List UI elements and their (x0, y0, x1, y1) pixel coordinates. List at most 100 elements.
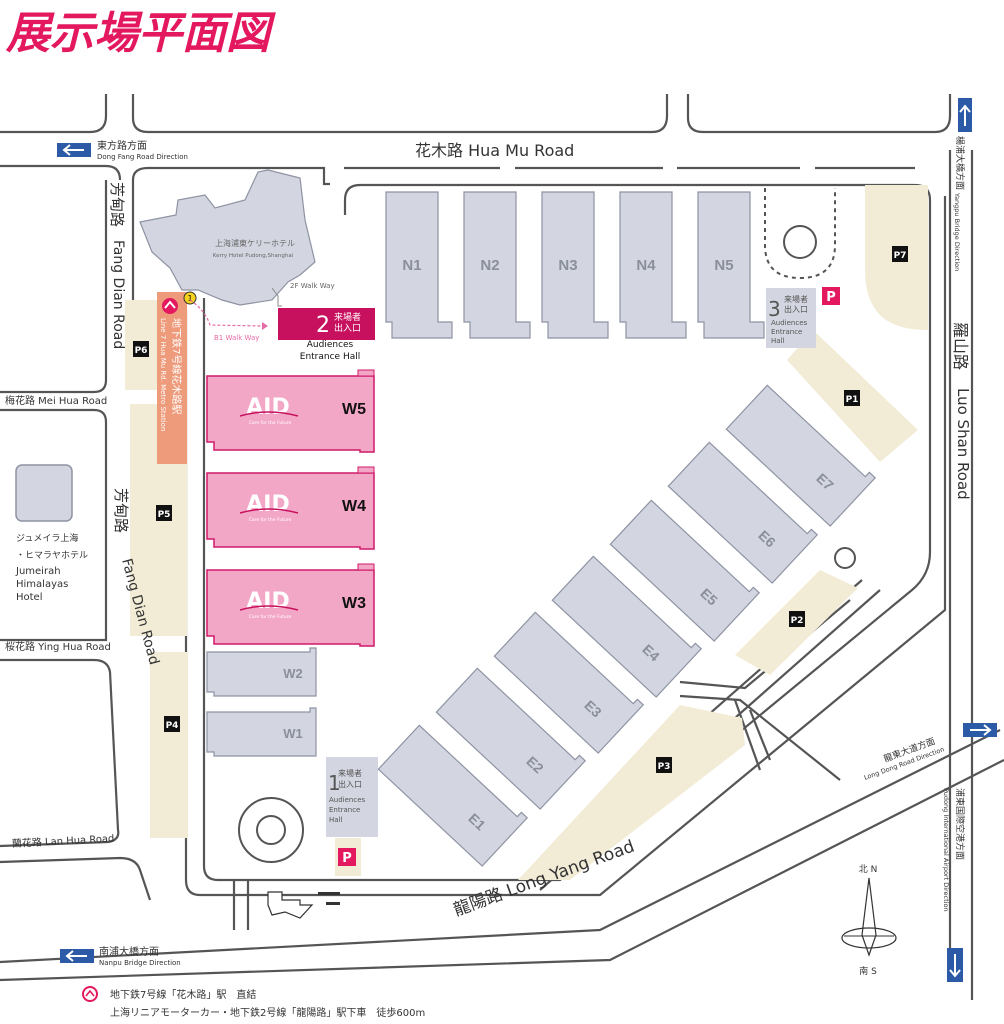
svg-text:Entrance: Entrance (329, 806, 360, 814)
svg-text:Nanpu Bridge Direction: Nanpu Bridge Direction (99, 959, 181, 967)
svg-text:P4: P4 (166, 721, 179, 731)
hall-label: W2 (283, 666, 303, 681)
parking-p1: P1 (844, 390, 860, 406)
svg-text:上海リニアモーターカー・地下鉄2号線「龍陽路」駅下車 徒歩6: 上海リニアモーターカー・地下鉄2号線「龍陽路」駅下車 徒歩600m (110, 1006, 425, 1019)
svg-text:Fang Dian Road: Fang Dian Road (110, 240, 126, 349)
fountain-icon (783, 225, 817, 259)
svg-text:P: P (342, 851, 352, 866)
parking-p3: P3 (656, 757, 672, 773)
direction-dong-fang: 東方路方面 Dong Fang Road Direction (57, 139, 188, 161)
parking-sign-north (822, 287, 840, 305)
parking-p7: P7 (892, 246, 908, 262)
hall-label: W3 (342, 595, 366, 612)
hall-label: N5 (714, 257, 733, 274)
hall-n1: N1 (385, 191, 453, 339)
svg-text:3: 3 (768, 297, 781, 321)
roundabout (238, 797, 304, 863)
hall-n4: N4 (619, 191, 687, 339)
metro-station-label-en: Line 7 Hua Mu Rd. Metro Station (159, 318, 167, 431)
parking-p4: P4 (164, 716, 180, 732)
svg-text:出入口: 出入口 (338, 779, 362, 789)
metro-icon (82, 986, 98, 1002)
direction-pudong-airport: 浦東国際空港方面 Pudong International Airport Di… (942, 788, 966, 982)
svg-text:ジュメイラ上海: ジュメイラ上海 (16, 532, 78, 544)
event-logo: AID (246, 492, 289, 517)
svg-text:Luo Shan Road: Luo Shan Road (954, 388, 972, 500)
svg-text:Hall: Hall (329, 816, 342, 824)
2f-walkway (271, 287, 282, 307)
svg-text:南浦大橋方面: 南浦大橋方面 (99, 945, 159, 958)
parking-sign-south (338, 848, 356, 866)
svg-text:出入口: 出入口 (334, 322, 361, 334)
hall-label: N3 (558, 257, 577, 274)
page-title: 展示場平面図 (5, 8, 276, 59)
svg-text:Audiences: Audiences (329, 796, 366, 804)
hall-e6: E6 (667, 441, 819, 584)
hall-n2: N2 (463, 191, 531, 339)
svg-text:地下鉄7号線「花木路」駅 直結: 地下鉄7号線「花木路」駅 直結 (110, 988, 256, 1001)
svg-text:P3: P3 (658, 762, 671, 772)
parking-area-p4 (150, 652, 188, 838)
svg-text:Hall: Hall (771, 337, 784, 345)
svg-text:出入口: 出入口 (784, 304, 808, 314)
hall-e7: E7 (725, 384, 877, 527)
svg-text:Dong Fang Road Direction: Dong Fang Road Direction (97, 153, 188, 161)
svg-text:Hotel: Hotel (16, 592, 43, 603)
small-roundabout (834, 547, 856, 569)
hall-e3: E3 (493, 611, 645, 754)
svg-text:Entrance Hall: Entrance Hall (300, 352, 360, 362)
svg-text:Himalayas: Himalayas (16, 579, 68, 590)
event-logo: AID (246, 589, 289, 614)
jumeirah-hotel-building (15, 464, 73, 522)
parking-p6: P6 (133, 341, 149, 357)
svg-text:楊浦大橋方面: 楊浦大橋方面 (954, 136, 966, 190)
hall-n3: N3 (541, 191, 609, 339)
metro-icon (162, 298, 178, 314)
road-label-luo-shan: 羅山路 (951, 322, 970, 370)
kerry-hotel-label-jp: 上海浦東ケリーホテル (215, 238, 295, 248)
hall-e2: E2 (435, 667, 587, 810)
entrance-hall-2 (278, 300, 375, 340)
road-label-mei-hua: 梅花路 Mei Hua Road (5, 394, 107, 407)
metro-station-area (157, 292, 187, 464)
parking-p2: P2 (789, 611, 805, 627)
svg-text:Entrance: Entrance (771, 328, 802, 336)
exit-marker (183, 291, 197, 305)
svg-text:2: 2 (316, 313, 330, 338)
kerry-hotel-building (139, 169, 316, 306)
event-logo-sub: Care for the Future (249, 614, 292, 620)
svg-text:Pudong International Airport D: Pudong International Airport Direction (942, 788, 950, 912)
hall-w2: W2 (206, 647, 317, 697)
svg-text:来場者: 来場者 (338, 768, 362, 778)
svg-text:Yangpu Bridge Direction: Yangpu Bridge Direction (953, 192, 961, 271)
svg-text:東方路方面: 東方路方面 (97, 139, 147, 152)
svg-text:B1 Walk Way: B1 Walk Way (214, 334, 259, 342)
event-logo-sub: Care for the Future (249, 517, 292, 523)
hall-label: W1 (283, 726, 303, 741)
entrance-hall-1 (326, 757, 378, 837)
svg-text:浦東国際空港方面: 浦東国際空港方面 (954, 788, 966, 860)
small-building (267, 891, 314, 919)
svg-text:P: P (826, 290, 836, 305)
b1-walkway (189, 299, 263, 327)
hall-e4: E4 (551, 555, 703, 698)
entrance-hall-3 (766, 288, 816, 348)
hall-label: W4 (342, 498, 366, 515)
svg-text:P5: P5 (158, 510, 171, 520)
road-label-ying-hua: 桜花路 Ying Hua Road (5, 640, 111, 653)
svg-text:1: 1 (187, 294, 192, 303)
road-label-fang-dian-top: 芳甸路 (108, 182, 126, 227)
hall-label: W5 (342, 401, 366, 418)
svg-text:来場者: 来場者 (334, 311, 361, 323)
event-logo-sub: Care for the Future (249, 420, 292, 426)
svg-text:P1: P1 (846, 395, 859, 405)
parking-area-p3 (518, 705, 745, 880)
